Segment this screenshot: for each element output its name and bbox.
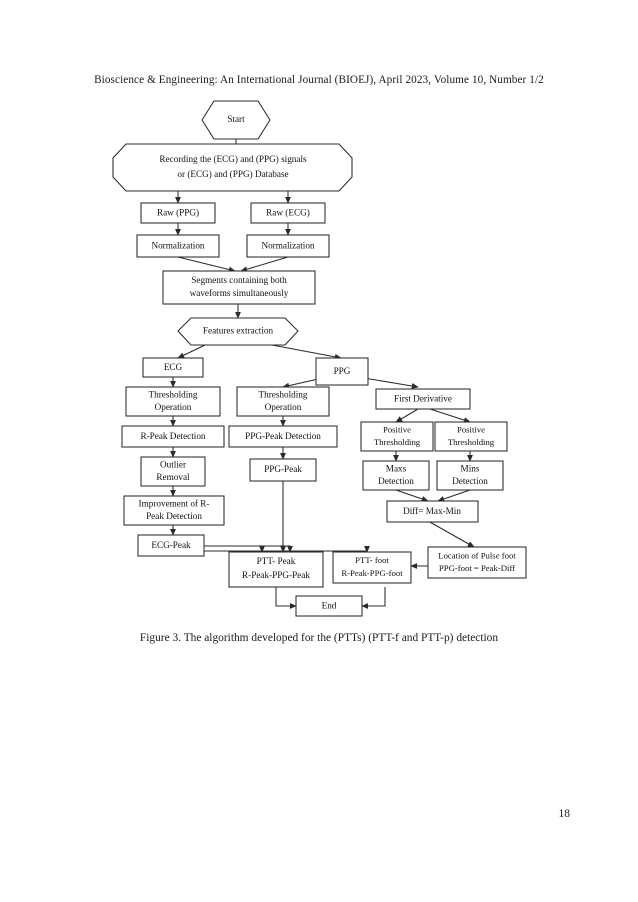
page-number: 18	[558, 808, 571, 820]
node-normalization-ecg: Normalization	[246, 234, 330, 258]
node-outlier-removal: Outlier Removal	[140, 456, 206, 487]
svg-text:Normalization: Normalization	[151, 241, 204, 251]
svg-text:Detection: Detection	[378, 476, 414, 486]
node-ptt-foot: PTT- foot R-Peak-PPG-foot	[332, 551, 412, 584]
svg-text:PPG-Peak Detection: PPG-Peak Detection	[245, 431, 321, 441]
svg-text:PPG-Peak: PPG-Peak	[264, 464, 302, 474]
svg-text:or (ECG) and (PPG) Database: or (ECG) and (PPG) Database	[177, 169, 288, 179]
edge-normppg-segments	[177, 256, 236, 273]
edge-pttpeak-end	[275, 587, 297, 609]
figure-caption: Figure 3. The algorithm developed for th…	[139, 632, 499, 644]
svg-text:Peak Detection: Peak Detection	[146, 511, 202, 521]
node-pulse-foot-location: Location of Pulse foot PPG-foot = Peak-D…	[427, 546, 527, 579]
node-ecg-peak: ECG-Peak	[137, 534, 205, 557]
svg-text:R-Peak Detection: R-Peak Detection	[140, 431, 205, 441]
svg-text:Improvement of R-: Improvement of R-	[139, 499, 210, 509]
node-diff: Diff= Max-Min	[386, 500, 479, 523]
edge-pttfoot-end	[361, 587, 386, 609]
svg-text:Thresholding: Thresholding	[374, 437, 421, 447]
journal-header: Bioscience & Engineering: An Internation…	[94, 74, 544, 86]
svg-text:PPG: PPG	[334, 366, 351, 376]
edge-features-ecg	[177, 344, 206, 359]
node-recording: Recording the (ECG) and (PPG) signals or…	[112, 143, 353, 192]
svg-text:First Derivative: First Derivative	[394, 394, 452, 404]
node-mins-detection: Mins Detection	[436, 460, 504, 491]
svg-text:Mins: Mins	[461, 464, 480, 474]
node-ppg-peak-detection: PPG-Peak Detection	[228, 425, 338, 448]
svg-text:PPG-foot = Peak-Diff: PPG-foot = Peak-Diff	[439, 563, 515, 573]
figure-flowchart: Start Recording the (ECG) and (PPG) sign…	[0, 96, 638, 626]
svg-text:Normalization: Normalization	[261, 241, 314, 251]
svg-text:Location of Pulse foot: Location of Pulse foot	[438, 551, 516, 561]
svg-text:Operation: Operation	[265, 402, 302, 412]
svg-text:Recording the (ECG) and (PPG): Recording the (ECG) and (PPG) signals	[159, 154, 307, 164]
edge-firstderiv-posright	[429, 408, 471, 423]
svg-text:Outlier: Outlier	[160, 460, 186, 470]
node-ppg: PPG	[315, 357, 369, 386]
svg-text:Segments containing both: Segments containing both	[191, 275, 287, 285]
edge-ecgpeak-pttpeak-b	[204, 545, 265, 553]
node-features-extraction: Features extraction	[177, 317, 299, 346]
svg-text:PTT- foot: PTT- foot	[355, 555, 389, 565]
node-segments: Segments containing both waveforms simul…	[162, 270, 316, 305]
edge-normecg-segments	[240, 256, 289, 273]
svg-text:ECG-Peak: ECG-Peak	[151, 540, 191, 550]
svg-text:ECG: ECG	[164, 362, 183, 372]
svg-text:Thresholding: Thresholding	[448, 437, 495, 447]
edge-maxs-diff	[395, 489, 429, 502]
svg-text:R-Peak-PPG-foot: R-Peak-PPG-foot	[341, 568, 403, 578]
node-rpeak-detection: R-Peak Detection	[121, 425, 225, 448]
svg-text:Diff= Max-Min: Diff= Max-Min	[403, 506, 461, 516]
svg-text:Operation: Operation	[155, 402, 192, 412]
svg-text:Features extraction: Features extraction	[203, 326, 274, 336]
node-normalization-ppg: Normalization	[136, 234, 220, 258]
node-thresholding-ppg: Thresholding Operation	[236, 386, 330, 417]
svg-text:Raw (PPG): Raw (PPG)	[157, 208, 199, 218]
node-ecg: ECG	[142, 357, 204, 378]
node-ptt-peak: PTT- Peak R-Peak-PPG-Peak	[228, 551, 324, 588]
node-end: End	[295, 595, 363, 617]
svg-text:R-Peak-PPG-Peak: R-Peak-PPG-Peak	[242, 570, 310, 580]
svg-text:waveforms simultaneously: waveforms simultaneously	[190, 288, 289, 298]
svg-text:PTT- Peak: PTT- Peak	[257, 556, 296, 566]
node-first-derivative: First Derivative	[375, 388, 471, 410]
edge-features-ppg	[271, 344, 342, 360]
svg-text:Thresholding: Thresholding	[259, 390, 308, 400]
svg-text:Start: Start	[227, 114, 245, 124]
node-raw-ecg: Raw (ECG)	[250, 202, 326, 224]
node-positive-thresholding-right: Positive Thresholding	[434, 421, 508, 452]
connector-layer	[137, 139, 475, 609]
svg-text:Positive: Positive	[383, 425, 411, 435]
svg-text:End: End	[322, 601, 337, 611]
node-positive-thresholding-left: Positive Thresholding	[360, 421, 434, 452]
node-maxs-detection: Maxs Detection	[362, 460, 430, 491]
node-thresholding-ecg: Thresholding Operation	[125, 386, 221, 417]
node-raw-ppg: Raw (PPG)	[140, 202, 216, 224]
svg-text:Raw (ECG): Raw (ECG)	[266, 208, 310, 218]
flowchart-svg: Start Recording the (ECG) and (PPG) sign…	[112, 100, 527, 617]
edge-mins-diff	[437, 489, 471, 502]
svg-text:Detection: Detection	[452, 476, 488, 486]
svg-text:Maxs: Maxs	[386, 464, 407, 474]
svg-text:Removal: Removal	[156, 472, 190, 482]
node-start: Start	[201, 100, 271, 140]
node-improvement-rpeak: Improvement of R- Peak Detection	[123, 495, 225, 526]
node-ppg-peak: PPG-Peak	[249, 458, 317, 482]
svg-text:Positive: Positive	[457, 425, 485, 435]
edge-firstderiv-posleft	[395, 408, 419, 423]
svg-text:Thresholding: Thresholding	[149, 390, 198, 400]
